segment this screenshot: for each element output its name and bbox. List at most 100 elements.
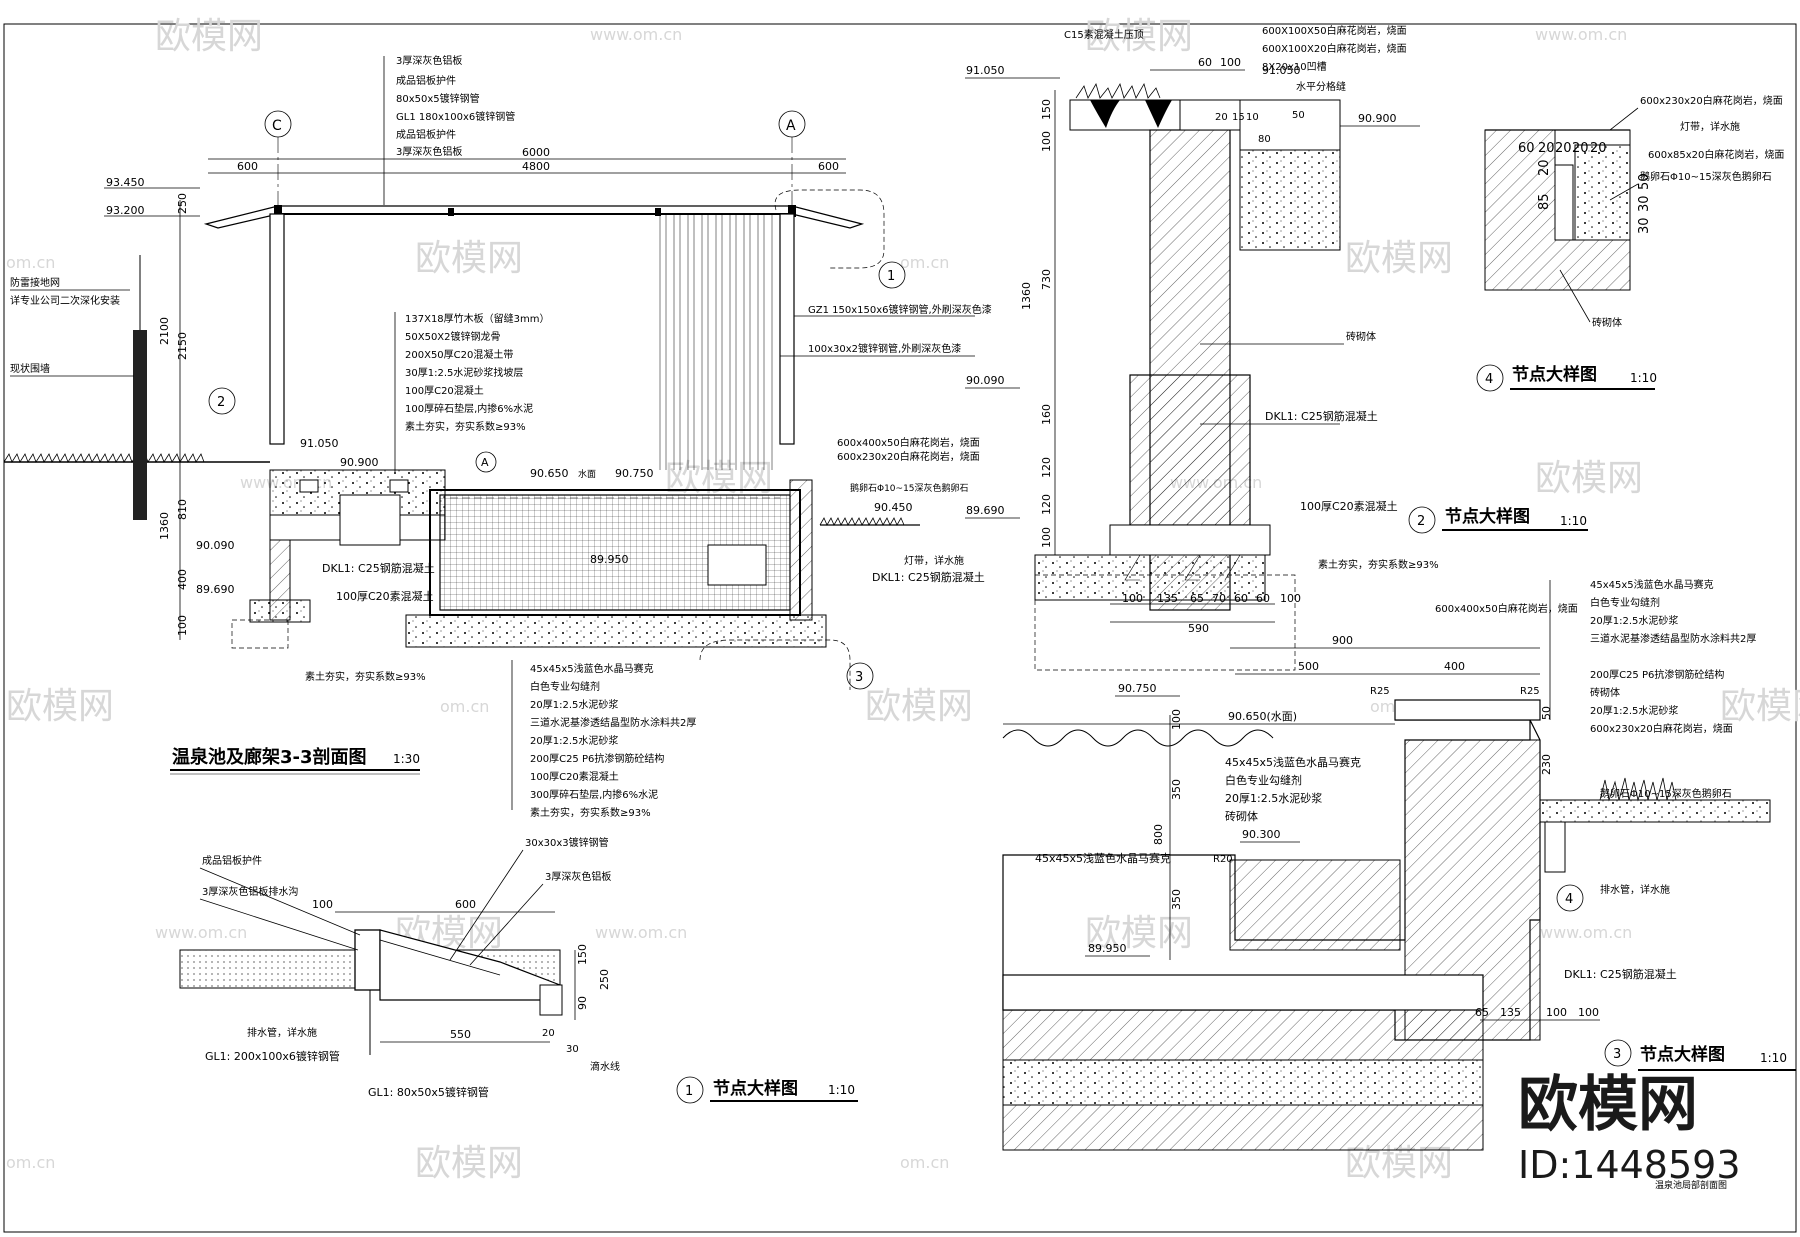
d2-elev: 89.690 — [966, 504, 1005, 517]
watermark-row-2: om.cn 欧模网 om.cn 欧模网 — [6, 238, 1453, 279]
d3-dim: 900 — [1332, 634, 1353, 647]
d1-note: GL1: 200x100x6镀锌钢管 — [205, 1049, 340, 1063]
pool-note: 45x45x5浅蓝色水晶马赛克 — [530, 662, 654, 675]
elev-90650: 90.650 — [530, 467, 569, 480]
dim-4800: 4800 — [522, 160, 550, 173]
watermark-site: www.om.cn — [1540, 923, 1632, 942]
d3-note: 砖砌体 — [1590, 686, 1620, 699]
top-dimensions: 6000 600 4800 600 — [208, 146, 846, 174]
d2-title: 节点大样图 — [1445, 506, 1530, 527]
d4-dim: 20 — [1538, 141, 1555, 156]
axis-a-label: A — [786, 118, 796, 134]
d1-note: 滴水线 — [590, 1060, 620, 1073]
right-notes: GZ1 150x150x6镀锌钢管,外刷深灰色漆 100x30x2镀锌钢管,外刷… — [780, 303, 992, 567]
d3-note: 200厚C25 P6抗渗钢筋砼结构 — [1590, 668, 1724, 681]
roof-note: 80x50x5镀锌钢管 — [396, 92, 480, 105]
left-note: 现状围墙 — [10, 362, 50, 375]
detail-3-drawing: 90.750 90.650(水面) 90.300 89.950 900 400 … — [1002, 578, 1796, 1191]
d2-dim-bottom: 65 — [1190, 592, 1204, 605]
roof-note: 3厚深灰色铝板 — [396, 54, 462, 67]
d1-dim-550: 550 — [450, 1028, 471, 1041]
watermark-site: om.cn — [900, 1153, 949, 1172]
d2-dim-bottom: 135 — [1157, 592, 1178, 605]
d2-note: 水平分格缝 — [1296, 80, 1346, 93]
d3-dim: 65 — [1475, 1006, 1489, 1019]
dim-250: 250 — [176, 193, 189, 214]
d1-note: 30x30x3镀锌钢管 — [525, 836, 609, 849]
d4-title: 节点大样图 — [1512, 364, 1597, 385]
pool-note: 20厚1:2.5水泥砂浆 — [530, 698, 618, 711]
roof-notes: 3厚深灰色铝板 成品铝板护件 80x50x5镀锌钢管 GL1 180x100x6… — [383, 54, 515, 205]
pool-note: 素土夯实，夯实系数≥93% — [530, 806, 651, 819]
d4-dim: 20 — [1572, 141, 1589, 156]
watermark-row-1: 欧模网 www.om.cn 欧模网 www.om.cn — [155, 16, 1627, 57]
d3-dim: 400 — [1444, 660, 1465, 673]
left-note: 防雷接地网 — [10, 276, 60, 289]
d4-dim: 20 — [1590, 141, 1607, 156]
deck-note: 200X50厚C20混凝土带 — [405, 348, 513, 361]
d2-note: 8X20x10凹槽 — [1262, 60, 1327, 73]
d3-title: 节点大样图 — [1640, 1044, 1725, 1065]
d3-note: 20厚1:2.5水泥砂浆 — [1590, 704, 1678, 717]
base-note: 100厚C20素混凝土 — [336, 589, 434, 603]
left-notes: 防雷接地网 详专业公司二次深化安装 现状围墙 — [10, 276, 134, 377]
d4-number: 4 — [1485, 372, 1493, 387]
d2-dim-bottom: 100 — [1122, 592, 1143, 605]
d4-dim: 30 — [1637, 195, 1652, 212]
watermark-site: om.cn — [6, 253, 55, 272]
d3-dim: 50 — [1540, 706, 1553, 720]
d1-note: 3厚深灰色铝板 — [545, 870, 611, 883]
d1-dim-20: 20 — [542, 1028, 555, 1039]
dim-2150: 2150 — [176, 332, 189, 360]
d2-number: 2 — [1417, 514, 1425, 529]
watermark-site: om.cn — [440, 697, 489, 716]
watermark-brand: 欧模网 — [1085, 913, 1193, 954]
pergola-roof — [203, 205, 865, 229]
d3-elev: 89.950 — [1088, 942, 1127, 955]
detail-4-drawing: 60 20 20 20 20 85 20 50 30 30 600x230x20… — [1476, 94, 1784, 392]
watermark-brand: 欧模网 — [1535, 458, 1643, 499]
elev-90750: 90.750 — [615, 467, 654, 480]
elev-93200: 93.200 — [106, 204, 145, 217]
d3-note: 45x45x5浅蓝色水晶马赛克 — [1590, 578, 1714, 591]
d3-notes-left: 45x45x5浅蓝色水晶马赛克 白色专业勾缝剂 20厚1:2.5水泥砂浆 砖砌体… — [1035, 755, 1361, 865]
water-label: 水面 — [578, 468, 596, 480]
right-note: 600x230x20白麻花岗岩，烧面 — [837, 450, 980, 463]
d4-note: 灯带，详水施 — [1680, 120, 1740, 133]
deck-note: 137X18厚竹木板（留缝3mm） — [405, 312, 550, 325]
deck-note: 100厚C20混凝土 — [405, 384, 484, 397]
watermark-brand: 欧模网 — [665, 458, 773, 499]
d3-callout-4: 4 — [1565, 892, 1573, 907]
d3-dim: 135 — [1500, 1006, 1521, 1019]
deck-note: 素土夯实，夯实系数≥93% — [405, 420, 526, 433]
elev-93450: 93.450 — [106, 176, 145, 189]
d2-note: DKL1: C25钢筋混凝土 — [1265, 409, 1378, 423]
d4-note: 砖砌体 — [1592, 316, 1622, 329]
d1-scale: 1:10 — [828, 1083, 855, 1097]
d3-dim: R20 — [1213, 854, 1233, 865]
right-note: 100x30x2镀锌钢管,外刷深灰色漆 — [808, 342, 961, 355]
roof-note: GL1 180x100x6镀锌钢管 — [396, 110, 515, 123]
d2-note: 600X100X50白麻花岗岩，烧面 — [1262, 24, 1407, 37]
d3-note: 600x230x20白麻花岗岩，烧面 — [1590, 722, 1733, 735]
d4-scale: 1:10 — [1630, 371, 1657, 385]
d2-elev: 90.900 — [1358, 112, 1397, 125]
d4-dim: 20 — [1555, 141, 1572, 156]
axis-c-label: C — [272, 118, 282, 134]
d2-dim-top: 60 — [1198, 56, 1212, 69]
d3-dim: R25 — [1370, 686, 1390, 697]
d4-dim: 30 — [1637, 217, 1652, 234]
elev-89950: 89.950 — [590, 553, 629, 566]
right-note: 600x400x50白麻花岗岩，烧面 — [837, 436, 980, 449]
watermark-site: om.cn — [900, 253, 949, 272]
d3-note: 20厚1:2.5水泥砂浆 — [1590, 614, 1678, 627]
d2-dim-total: 590 — [1188, 622, 1209, 635]
roof-note: 成品铝板护件 — [396, 74, 456, 87]
sheet-border — [3, 23, 1797, 1233]
d3-dim: 100 — [1578, 1006, 1599, 1019]
callout-a: A — [481, 456, 489, 469]
section-title-scale: 1:30 — [393, 752, 420, 766]
pool-note: 300厚碎石垫层,内掺6%水泥 — [530, 788, 658, 801]
d3-note: 白色专业勾缝剂 — [1225, 773, 1302, 787]
section-callouts: 1 2 3 A — [208, 189, 906, 690]
